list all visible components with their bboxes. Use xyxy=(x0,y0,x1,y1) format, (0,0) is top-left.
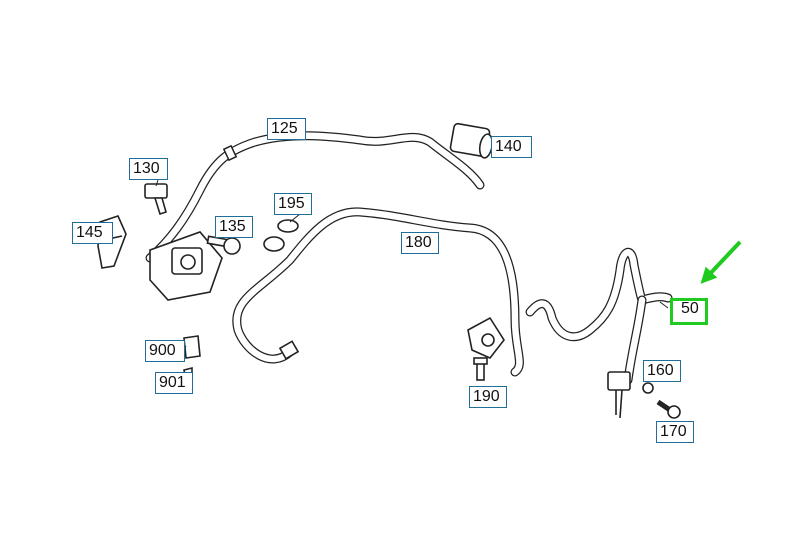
highlight-arrow-icon xyxy=(700,240,742,284)
part-140 xyxy=(449,122,494,159)
callout-160[interactable]: 160 xyxy=(643,360,681,382)
callout-130[interactable]: 130 xyxy=(129,158,168,180)
part-190 xyxy=(473,357,488,381)
callout-135[interactable]: 135 xyxy=(215,216,253,238)
injector-assembly xyxy=(278,316,505,360)
callout-900[interactable]: 900 xyxy=(145,340,185,362)
callout-140[interactable]: 140 xyxy=(491,136,532,158)
callout-901[interactable]: 901 xyxy=(155,372,193,394)
part-130 xyxy=(144,183,168,216)
part-135 xyxy=(206,235,241,255)
callout-125[interactable]: 125 xyxy=(267,118,306,140)
pump-assembly xyxy=(149,231,223,301)
callout-180[interactable]: 180 xyxy=(401,232,439,254)
hose-180 xyxy=(232,207,524,377)
hose-50 xyxy=(525,248,673,385)
leader-lines xyxy=(155,179,669,383)
callout-145[interactable]: 145 xyxy=(72,222,113,244)
part-170 xyxy=(656,399,681,419)
part-195 xyxy=(263,219,299,252)
part-160 xyxy=(607,371,654,419)
callout-50[interactable]: 50 xyxy=(670,298,708,325)
part-900 xyxy=(183,335,201,359)
callout-195[interactable]: 195 xyxy=(274,193,312,215)
callout-190[interactable]: 190 xyxy=(469,386,507,408)
callout-170[interactable]: 170 xyxy=(656,421,694,443)
